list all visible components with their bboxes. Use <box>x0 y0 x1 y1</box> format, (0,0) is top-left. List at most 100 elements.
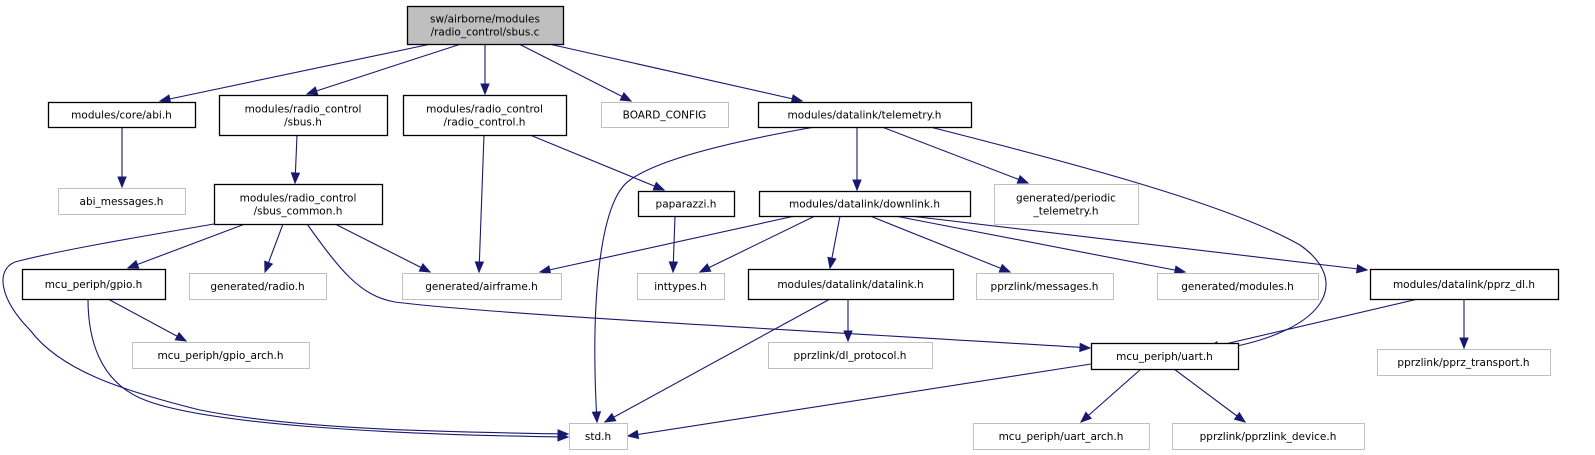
arrowhead-icon <box>1173 265 1187 275</box>
edge-line <box>107 298 187 342</box>
arrowhead-icon <box>480 83 490 96</box>
node-box <box>406 5 565 46</box>
node-label: generated/radio.h <box>210 281 304 293</box>
arrowhead-icon <box>1233 411 1247 423</box>
node-telemetry[interactable]: modules/datalink/telemetry.h <box>757 101 973 129</box>
node-datalink[interactable]: modules/datalink/datalink.h <box>747 268 955 301</box>
node-label: generated/modules.h <box>1181 281 1294 293</box>
arrowhead-icon <box>474 261 485 274</box>
edge-line <box>1173 368 1246 423</box>
node-label: paparazzi.h <box>656 199 717 211</box>
arrowhead-icon <box>158 94 172 104</box>
node-box <box>1377 349 1551 376</box>
node-box <box>994 184 1139 225</box>
node-gpio-arch: mcu_periph/gpio_arch.h <box>132 342 310 369</box>
node-pprz-transport: pprzlink/pprz_transport.h <box>1377 349 1551 376</box>
node-pprz-dl[interactable]: modules/datalink/pprz_dl.h <box>1369 268 1560 301</box>
node-box <box>213 183 384 226</box>
edge-line <box>334 223 431 273</box>
node-label: modules/datalink/pprz_dl.h <box>1393 279 1535 291</box>
node-box <box>758 190 972 218</box>
node-label: modules/datalink/telemetry.h <box>788 110 942 122</box>
edge-line <box>548 43 803 102</box>
node-box <box>1090 342 1240 371</box>
node-label: pprzlink/messages.h <box>991 281 1099 293</box>
node-label: modules/datalink/downlink.h <box>789 199 940 211</box>
node-label: /sbus_common.h <box>254 206 343 218</box>
node-box <box>757 101 973 129</box>
edge-line <box>594 126 816 423</box>
arrowhead-icon <box>1356 264 1369 274</box>
edge-downlink-to-airframe <box>538 215 796 275</box>
node-box <box>768 342 933 369</box>
edge-abi-to-abi-messages <box>117 127 127 189</box>
node-abi-messages: abi_messages.h <box>58 188 186 215</box>
edge-root-to-board-config <box>518 43 633 102</box>
node-label: pprzlink/pprzlink_device.h <box>1200 431 1337 443</box>
arrowhead-icon <box>264 260 274 274</box>
arrowhead-icon <box>698 263 712 273</box>
node-box <box>637 273 725 300</box>
edge-root-to-abi <box>158 43 432 104</box>
node-label: modules/radio_control <box>245 104 362 116</box>
arrowhead-icon <box>668 261 679 274</box>
node-label: mcu_periph/uart_arch.h <box>999 431 1124 443</box>
node-inttypes: inttypes.h <box>637 273 725 300</box>
node-std: std.h <box>569 423 628 450</box>
node-label: inttypes.h <box>654 281 707 293</box>
edge-line <box>159 43 432 102</box>
arrowhead-icon <box>852 179 862 192</box>
node-abi[interactable]: modules/core/abi.h <box>47 101 197 129</box>
node-box <box>402 273 562 300</box>
arrowhead-icon <box>843 330 853 343</box>
node-paparazzi[interactable]: paparazzi.h <box>637 190 736 218</box>
node-label: std.h <box>585 431 611 443</box>
node-gpio[interactable]: mcu_periph/gpio.h <box>21 268 167 301</box>
arrowhead-icon <box>603 412 617 423</box>
node-label: mcu_periph/gpio_arch.h <box>158 350 284 362</box>
node-sbus-common[interactable]: modules/radio_control/sbus_common.h <box>213 183 384 226</box>
edge-root-to-sbus-h <box>305 43 462 96</box>
edge-line <box>529 134 665 191</box>
edge-root-to-radio-control-h <box>480 44 490 96</box>
arrowhead-icon <box>126 259 140 269</box>
arrowhead-icon <box>418 263 432 273</box>
arrowhead-icon <box>305 86 319 96</box>
edge-line <box>127 223 246 269</box>
edge-downlink-to-messages <box>869 215 1012 273</box>
node-radio: generated/radio.h <box>189 273 327 300</box>
node-radio-control-h[interactable]: modules/radio_control/radio_control.h <box>402 94 568 137</box>
edge-line <box>87 298 569 438</box>
node-messages: pprzlink/messages.h <box>976 273 1114 300</box>
edge-line <box>881 126 1029 184</box>
edge-downlink-to-modules-gen <box>894 215 1187 275</box>
node-label: sw/airborne/modules <box>430 14 540 26</box>
edge-line <box>518 43 632 102</box>
node-uart[interactable]: mcu_periph/uart.h <box>1090 342 1240 371</box>
node-box <box>189 273 327 300</box>
edge-sbus-common-to-airframe <box>334 223 432 273</box>
arrowhead-icon <box>626 429 640 440</box>
edge-uart-to-pprzlink-device <box>1173 368 1247 423</box>
arrowhead-icon <box>1459 337 1469 350</box>
edge-sbus-common-to-gpio <box>126 223 246 269</box>
node-label: generated/periodic <box>1016 193 1116 205</box>
arrowhead-icon <box>591 411 602 424</box>
edge-telemetry-to-downlink <box>852 127 862 192</box>
edge-pprz-dl-to-uart <box>1206 298 1419 351</box>
edges-layer <box>2 43 1469 442</box>
node-box <box>1369 268 1560 301</box>
edge-telemetry-to-uart <box>929 126 1327 352</box>
node-sbus-h[interactable]: modules/radio_control/sbus.h <box>218 94 389 137</box>
node-root[interactable]: sw/airborne/modules/radio_control/sbus.c <box>406 5 565 46</box>
edge-line <box>699 215 816 273</box>
edge-line <box>306 43 462 95</box>
node-downlink[interactable]: modules/datalink/downlink.h <box>758 190 972 218</box>
arrowhead-icon <box>827 256 837 270</box>
edge-root-to-telemetry <box>548 43 804 104</box>
arrowhead-icon <box>290 172 301 185</box>
node-box <box>569 423 628 450</box>
arrowhead-icon <box>652 181 666 191</box>
node-modules-gen: generated/modules.h <box>1157 273 1319 300</box>
node-box <box>601 102 729 128</box>
